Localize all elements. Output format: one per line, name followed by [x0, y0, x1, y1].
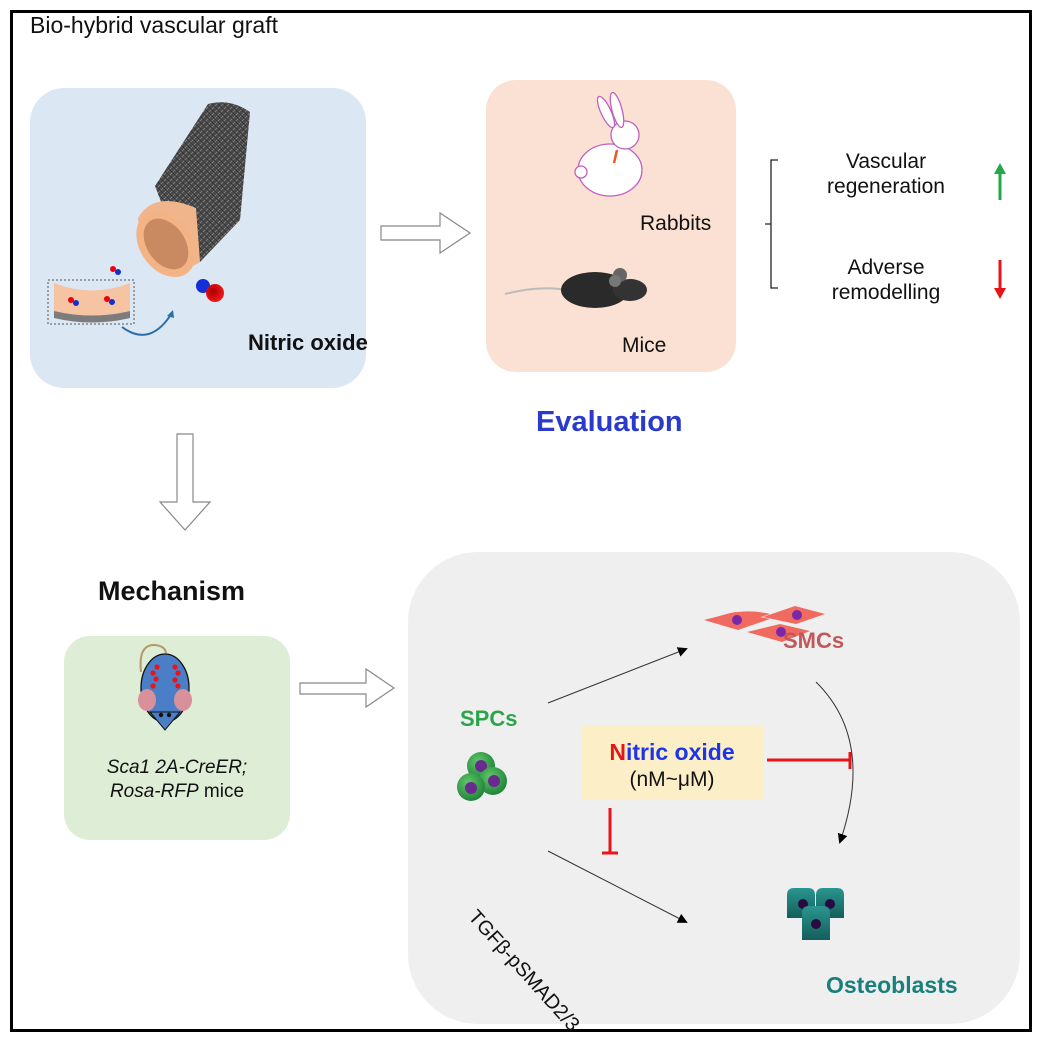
spc-to-osteoblast-arrow [547, 850, 688, 923]
no-concentration: (nM~μM) [629, 768, 715, 791]
hollow-arrow-down-icon [158, 433, 212, 531]
evaluation-heading: Evaluation [536, 406, 683, 438]
spc-cells-icon [457, 752, 507, 801]
mice-label: Mice [622, 334, 667, 357]
spcs-label: SPCs [460, 706, 518, 731]
hollow-arrow-right-icon [380, 211, 472, 255]
inhibit-smc-differentiation-icon [767, 752, 852, 769]
smc-to-osteoblast-arrow [815, 681, 854, 844]
osteoblast-cells-icon [787, 888, 844, 940]
increase-arrow-icon [994, 163, 1006, 200]
mechanism-heading: Mechanism [98, 576, 246, 606]
figure-title: Bio-hybrid vascular graft [30, 12, 278, 38]
nitric-oxide-box: Nitric oxide (nM~μM) [581, 725, 763, 799]
hollow-arrow-right-icon [299, 667, 396, 709]
rabbits-label: Rabbits [640, 212, 712, 235]
smc-cells-icon [704, 606, 825, 642]
figure-frame [10, 10, 1032, 1032]
evaluation-panel [486, 80, 736, 372]
graft-cross-section-icon [47, 266, 174, 336]
decrease-arrow-icon [994, 260, 1006, 299]
graft-tube-icon [136, 102, 250, 278]
outcome-adverse-remodelling: Adverse remodelling [831, 256, 941, 304]
mouse-icon [504, 268, 647, 308]
lineage-tracing-mouse-icon [138, 643, 192, 731]
rabbit-icon [574, 91, 643, 197]
outcome-bracket [765, 159, 778, 289]
inhibit-tgfb-pathway-icon [602, 808, 618, 855]
nitric-oxide-label: Nitric oxide [248, 330, 368, 355]
outcome-vascular-regeneration: Vascular regeneration [827, 150, 945, 198]
spc-to-smc-arrow [547, 647, 688, 704]
smcs-label: SMCs [783, 628, 845, 653]
mouse-model-caption: Sca1 2A-CreER; Rosa-RFP mice [106, 757, 248, 802]
no-initial: N [609, 739, 626, 765]
osteoblasts-label: Osteoblasts [826, 972, 958, 998]
no-molecule-icon [196, 279, 224, 302]
